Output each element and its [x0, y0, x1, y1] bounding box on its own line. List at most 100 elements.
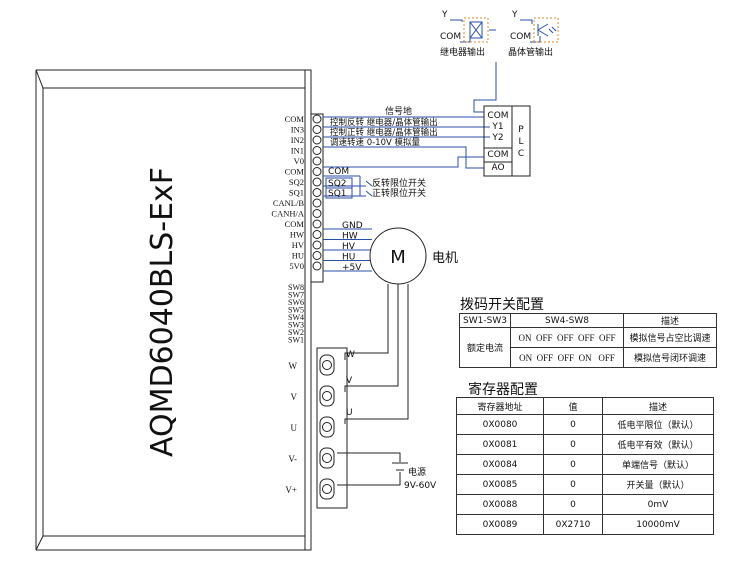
- svg-text:继电器输出: 继电器输出: [440, 46, 485, 58]
- dip-group-label: 额定电流: [459, 327, 511, 368]
- reg-desc: 单端信号（默认）: [602, 454, 714, 475]
- switch-label: SW3: [288, 321, 304, 330]
- transistor-output-symbol: Y COM 晶体管输出: [508, 10, 559, 58]
- screw-terminal: [312, 209, 322, 218]
- reg-header-desc: 描述: [602, 397, 714, 415]
- screw-terminal: [312, 261, 322, 271]
- screw-terminal: [312, 135, 322, 145]
- reg-addr: 0X0088: [456, 494, 544, 515]
- power-range: 9V-60V: [404, 481, 437, 491]
- reg-header-addr: 寄存器地址: [456, 397, 544, 415]
- terminal-label: IN1: [291, 146, 304, 156]
- switch-label: SW1: [288, 336, 304, 345]
- power-terminal-label: V: [291, 392, 298, 402]
- plc-pin-label: COM: [487, 150, 508, 160]
- switch-label: SW8: [288, 283, 304, 292]
- terminal-label: IN3: [291, 125, 304, 135]
- reg-desc: 低电平限位（默认）: [602, 414, 714, 435]
- screw-terminal: [312, 146, 322, 155]
- power-screw-head: [322, 422, 332, 432]
- hall-wire-label: GND: [342, 221, 363, 231]
- reg-value: 0X2710: [543, 514, 603, 535]
- screw-terminal: [312, 188, 322, 197]
- terminal-label: HU: [292, 251, 304, 261]
- power-label: 电源: [408, 466, 426, 478]
- motor-label: 电机: [432, 251, 458, 266]
- power-supply: 电源 9V-60V: [337, 452, 437, 491]
- svg-text:COM: COM: [510, 32, 531, 42]
- driver-body: AQMD6040BLS-ExF: [35, 69, 312, 551]
- plc-name-letter: C: [518, 149, 524, 159]
- plc-pin-label: Y1: [491, 122, 503, 132]
- reg-addr: 0X0084: [456, 454, 544, 475]
- screw-terminal: [312, 125, 322, 134]
- reg-header-value: 值: [543, 397, 603, 415]
- dip-table-title: 拨码开关配置: [460, 297, 544, 313]
- terminal-label: HW: [290, 230, 304, 240]
- dip-header-sw4-8: SW4-SW8: [510, 313, 624, 328]
- hall-wire-label: HW: [342, 232, 358, 242]
- reg-desc: 0mV: [602, 494, 714, 515]
- plc-pin-label: COM: [487, 111, 508, 121]
- terminal-label: CANH/A: [271, 209, 304, 219]
- power-terminal-label: U: [291, 423, 298, 433]
- dip-config-table: SW1-SW3 SW4-SW8 描述 额定电流 ON OFF OFF OFF O…: [459, 313, 717, 368]
- screw-terminal: [312, 251, 322, 260]
- reg-addr: 0X0081: [456, 434, 544, 455]
- device-model: AQMD6040BLS-ExF: [145, 167, 180, 457]
- plc-name-letter: L: [518, 137, 523, 147]
- upper-terminal-strip: COMIN3IN2IN1V0COMSQ2SQ1CANL/BCANH/ACOMHW…: [271, 113, 324, 283]
- register-table-title: 寄存器配置: [468, 382, 538, 398]
- power-screw-head: [322, 484, 332, 494]
- forward-label: 控制正转 继电器/晶体管输出: [330, 127, 438, 138]
- power-terminal-label: W: [289, 361, 298, 371]
- screw-terminal: [312, 240, 322, 250]
- reverse-label: 控制反转 继电器/晶体管输出: [330, 117, 438, 128]
- switch-label: SW5: [288, 306, 304, 315]
- plc-name-letter: P: [518, 125, 524, 135]
- switch-label: SW7: [288, 291, 304, 300]
- power-terminal-strip: W V U V- V+: [285, 347, 348, 509]
- dip-row-setting: ON OFF OFF OFF OFF: [510, 327, 624, 348]
- svg-text:Y: Y: [441, 10, 448, 20]
- power-terminal-label: V-: [288, 454, 297, 464]
- svg-text:Y: Y: [511, 10, 518, 20]
- dip-header-desc: 描述: [623, 313, 717, 328]
- relay-output-symbol: Y COM 继电器输出: [440, 10, 496, 58]
- speed-label: 调速转速 0-10V 模拟量: [330, 137, 421, 148]
- screw-terminal: [312, 177, 322, 187]
- limit-com-label: COM: [328, 167, 349, 177]
- screw-terminal: [312, 219, 322, 229]
- svg-text:晶体管输出: 晶体管输出: [508, 46, 553, 58]
- terminal-label: CANL/B: [273, 198, 305, 208]
- control-signal-wires: 信号地 控制反转 继电器/晶体管输出 控制正转 继电器/晶体管输出 调速转速 0…: [323, 62, 497, 169]
- power-screw-head: [322, 391, 332, 401]
- screw-terminal: [312, 114, 322, 124]
- svg-text:COM: COM: [440, 32, 461, 42]
- screw-terminal: [312, 167, 322, 176]
- terminal-label: COM: [285, 219, 305, 229]
- reg-desc: 10000mV: [602, 514, 714, 535]
- switch-label: SW2: [288, 328, 304, 337]
- terminal-label: HV: [292, 240, 305, 250]
- phase-wire-label: V: [346, 376, 353, 386]
- terminal-label: COM: [285, 114, 305, 124]
- reg-value: 0: [543, 494, 603, 515]
- phase-wire-label: U: [346, 408, 353, 418]
- hall-wire-label: HU: [342, 253, 355, 263]
- power-terminal-label: V+: [285, 485, 297, 495]
- terminal-label: 5V0: [289, 261, 304, 271]
- reg-value: 0: [543, 414, 603, 435]
- terminal-label: SQ2: [289, 177, 304, 187]
- screw-terminal: [312, 156, 322, 166]
- reg-addr: 0X0089: [456, 514, 544, 535]
- sq2-label: SQ2: [328, 179, 347, 189]
- terminal-label: COM: [285, 167, 305, 177]
- motor-symbol: M: [390, 247, 406, 268]
- hall-wire-label: HV: [342, 242, 356, 252]
